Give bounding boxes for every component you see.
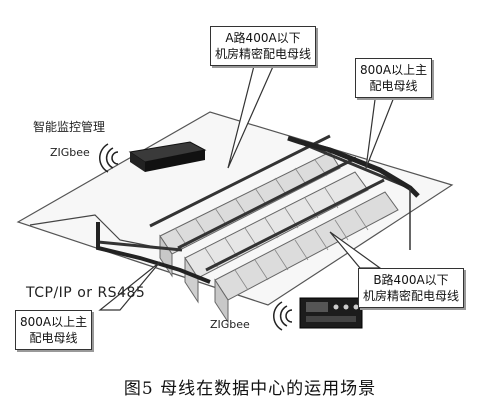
control-panel-icon (299, 297, 363, 329)
network-line (29, 214, 161, 249)
busway-bars (97, 134, 411, 272)
wifi-signal-icon (273, 301, 293, 331)
callout-bottom-left-line1: 800A以上主 (20, 315, 88, 329)
callout-top-right-line2: 配电母线 (369, 79, 418, 93)
main-busway-right (287, 135, 420, 198)
smart-monitoring-label: 智能监控管理 (33, 120, 106, 134)
callout-bottom-left-800a: 800A以上主 配电母线 (15, 310, 93, 350)
wifi-signal-icon (99, 143, 119, 173)
rack-row-3 (214, 191, 399, 324)
callout-bottom-left-line2: 配电母线 (29, 331, 78, 345)
callout-a-route-line2: 机房精密配电母线 (215, 47, 312, 61)
figure-caption: 图5 母线在数据中心的运用场景 (123, 379, 377, 399)
callout-b-route-line2: 机房精密配电母线 (363, 289, 460, 303)
callout-b-route: B路400A以下 机房精密配电母线 (358, 268, 465, 308)
callout-top-right-800a: 800A以上主 配电母线 (355, 58, 433, 98)
callout-a-route-line1: A路400A以下 (225, 31, 301, 45)
callout-pointers (98, 61, 397, 311)
callout-a-route: A路400A以下 机房精密配电母线 (210, 26, 317, 66)
zigbee-top-label: ZIGbee (50, 146, 90, 159)
zigbee-bottom-label: ZIGbee (210, 318, 250, 331)
callout-top-right-line1: 800A以上主 (360, 63, 428, 77)
callout-b-route-line1: B路400A以下 (373, 273, 449, 287)
monitoring-device-icon (128, 141, 207, 172)
tcpip-label: TCP/IP or RS485 (26, 285, 146, 301)
main-busway-left (96, 222, 211, 284)
